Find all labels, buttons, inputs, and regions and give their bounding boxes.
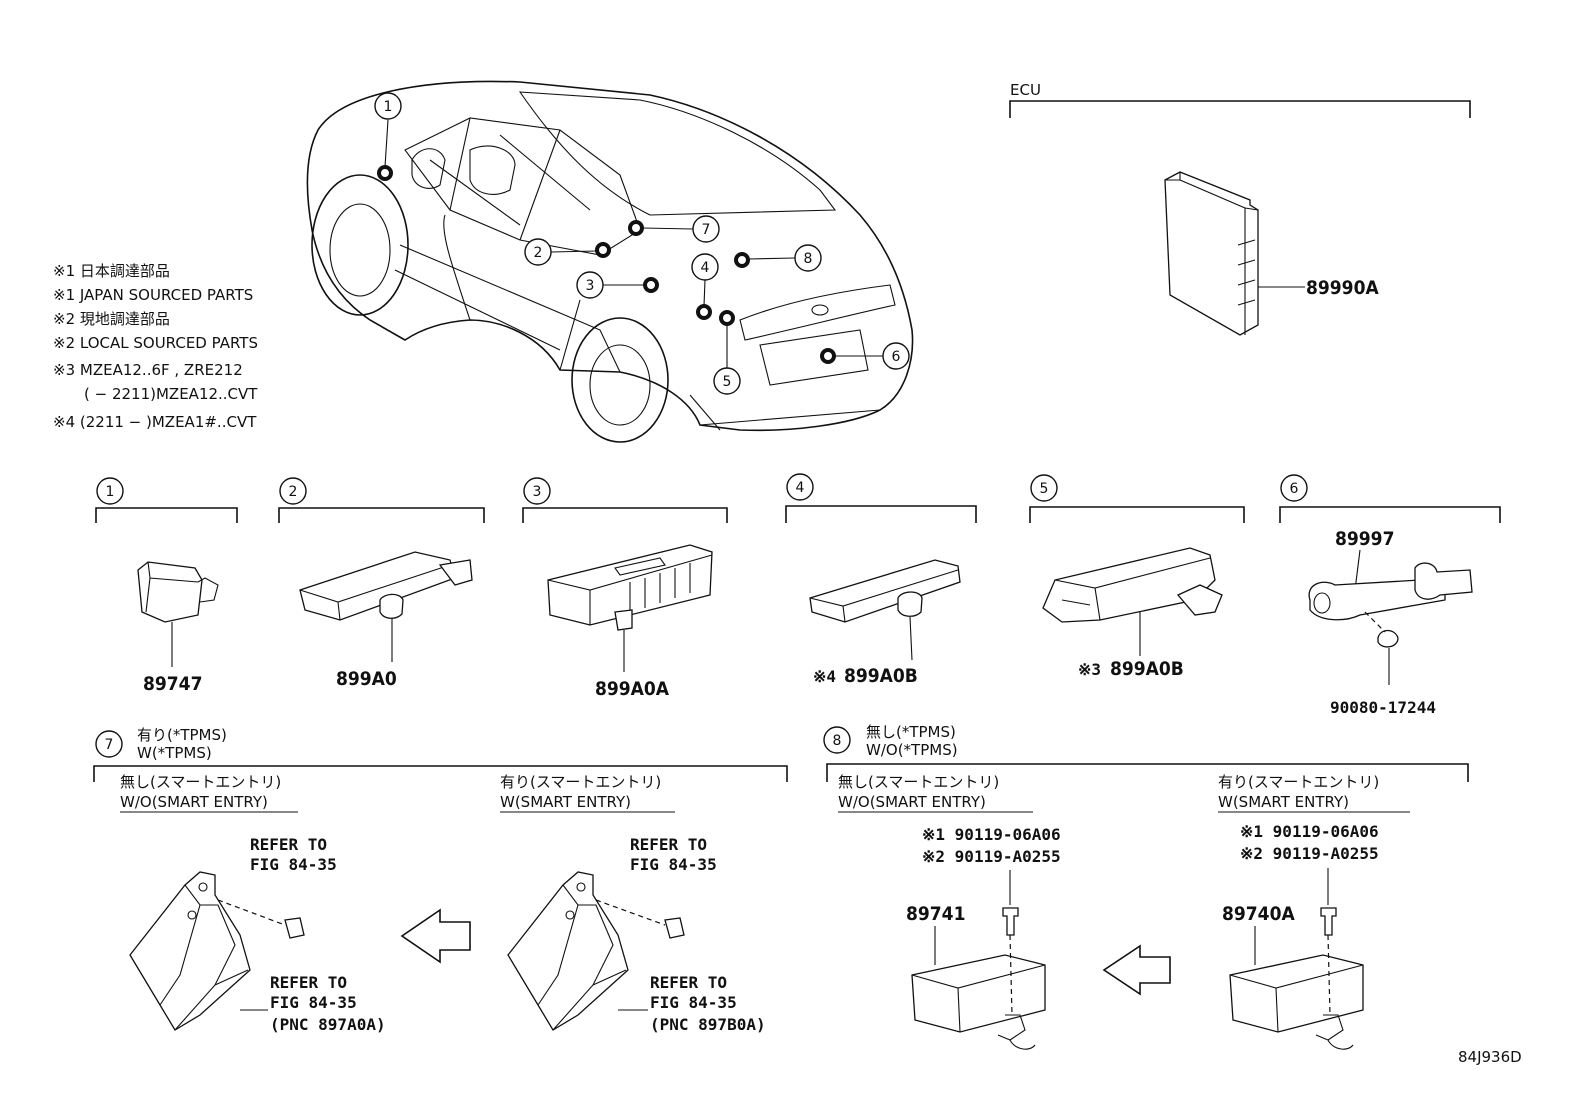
section-callout-6: 6 <box>1290 481 1299 497</box>
s7-pnc-right: (PNC 897B0A) <box>650 1015 766 1034</box>
callout-5: 5 <box>723 374 732 390</box>
s8-part-89740A: 89740A <box>1222 903 1295 925</box>
s8-left-en: W/O(SMART ENTRY) <box>838 793 986 811</box>
note-1-jp: ※1 日本調達部品 <box>53 262 170 280</box>
part-899A0: 899A0 <box>336 668 397 690</box>
part-89997: 89997 <box>1335 528 1394 550</box>
note-2-en: ※2 LOCAL SOURCED PARTS <box>53 334 258 352</box>
note-1-en: ※1 JAPAN SOURCED PARTS <box>53 286 253 304</box>
s8-title-en: W/O(*TPMS) <box>866 741 958 759</box>
callout-8: 8 <box>804 251 813 267</box>
part-group-2: 2 899A0 <box>278 477 485 690</box>
part-group-6: 6 89997 90080-17244 <box>1279 474 1501 717</box>
part-5-note-mark: ※3 <box>1078 660 1101 679</box>
ecu-label: ECU <box>1010 81 1041 99</box>
footnotes: ※1 日本調達部品 ※1 JAPAN SOURCED PARTS ※2 現地調達… <box>53 262 258 431</box>
s8-left-jp: 無し(スマートエントリ) <box>838 773 999 791</box>
figure-code: 84J936D <box>1458 1048 1522 1066</box>
car-callouts: 1 2 3 4 5 6 7 8 <box>374 92 910 395</box>
s8-bolt2-right: ※2 90119-A0255 <box>1240 844 1379 863</box>
callout-3: 3 <box>586 278 595 294</box>
s7-refer2b-right: FIG 84-35 <box>650 993 737 1012</box>
s7-right-en: W(SMART ENTRY) <box>500 793 631 811</box>
part-group-3: 3 899A0A <box>522 477 728 700</box>
note-4: ※4 (2211 − )MZEA1#..CVT <box>53 413 257 431</box>
s8-part-89741: 89741 <box>906 903 965 925</box>
s7-refer1b-left: FIG 84-35 <box>250 855 337 874</box>
part-89747: 89747 <box>143 673 202 695</box>
callout-2: 2 <box>534 245 543 261</box>
part-899A0B-5: 899A0B <box>1110 658 1184 680</box>
part-group-5: 5 ※3 899A0B <box>1029 474 1245 680</box>
ecu-group: ECU 89990A <box>1009 81 1471 336</box>
s8-bolt2-left: ※2 90119-A0255 <box>922 847 1061 866</box>
part-4-note-mark: ※4 <box>813 667 836 686</box>
s8-bolt1-right: ※1 90119-06A06 <box>1240 822 1379 841</box>
note-3: ※3 MZEA12..6F , ZRE212 <box>53 361 243 379</box>
s7-refer1-left: REFER TO <box>250 835 327 854</box>
s7-refer1b-right: FIG 84-35 <box>630 855 717 874</box>
part-899A0A: 899A0A <box>595 678 670 700</box>
s7-pnc-left: (PNC 897A0A) <box>270 1015 386 1034</box>
s7-left-en: W/O(SMART ENTRY) <box>120 793 268 811</box>
s7-refer2-right: REFER TO <box>650 973 727 992</box>
note-3-cont: ( − 2211)MZEA12..CVT <box>84 385 258 403</box>
part-899A0B-4: 899A0B <box>844 665 918 687</box>
s7-refer2b-left: FIG 84-35 <box>270 993 357 1012</box>
vehicle-illustration <box>306 80 914 443</box>
callout-6: 6 <box>892 349 901 365</box>
part-90080-17244: 90080-17244 <box>1330 698 1436 717</box>
s7-title-jp: 有り(*TPMS) <box>137 726 227 744</box>
note-2-jp: ※2 現地調達部品 <box>53 310 170 328</box>
s7-right-jp: 有り(スマートエントリ) <box>500 773 661 791</box>
s7-refer2-left: REFER TO <box>270 973 347 992</box>
section-callout-8: 8 <box>833 733 842 749</box>
section-callout-7: 7 <box>105 737 114 753</box>
section-callout-1: 1 <box>106 484 115 500</box>
s8-right-en: W(SMART ENTRY) <box>1218 793 1349 811</box>
section-7: 7 有り(*TPMS) W(*TPMS) 無し(スマートエントリ) W/O(SM… <box>93 726 788 1034</box>
ecu-part-number: 89990A <box>1306 277 1379 299</box>
s8-title-jp: 無し(*TPMS) <box>866 723 956 741</box>
s8-right-jp: 有り(スマートエントリ) <box>1218 773 1379 791</box>
callout-7: 7 <box>702 222 711 238</box>
s7-refer1-right: REFER TO <box>630 835 707 854</box>
s7-title-en: W(*TPMS) <box>137 744 212 762</box>
part-group-4: 4 ※4 899A0B <box>785 473 977 687</box>
section-callout-2: 2 <box>289 484 298 500</box>
callout-1: 1 <box>384 99 393 115</box>
callout-4: 4 <box>701 260 710 276</box>
section-callout-4: 4 <box>796 480 805 496</box>
part-group-1: 1 89747 <box>95 477 238 695</box>
s7-left-jp: 無し(スマートエントリ) <box>120 773 281 791</box>
section-callout-5: 5 <box>1040 481 1049 497</box>
s8-bolt1-left: ※1 90119-06A06 <box>922 825 1061 844</box>
section-8: 8 無し(*TPMS) W/O(*TPMS) 無し(スマートエントリ) W/O(… <box>823 723 1469 1050</box>
section-callout-3: 3 <box>533 484 542 500</box>
